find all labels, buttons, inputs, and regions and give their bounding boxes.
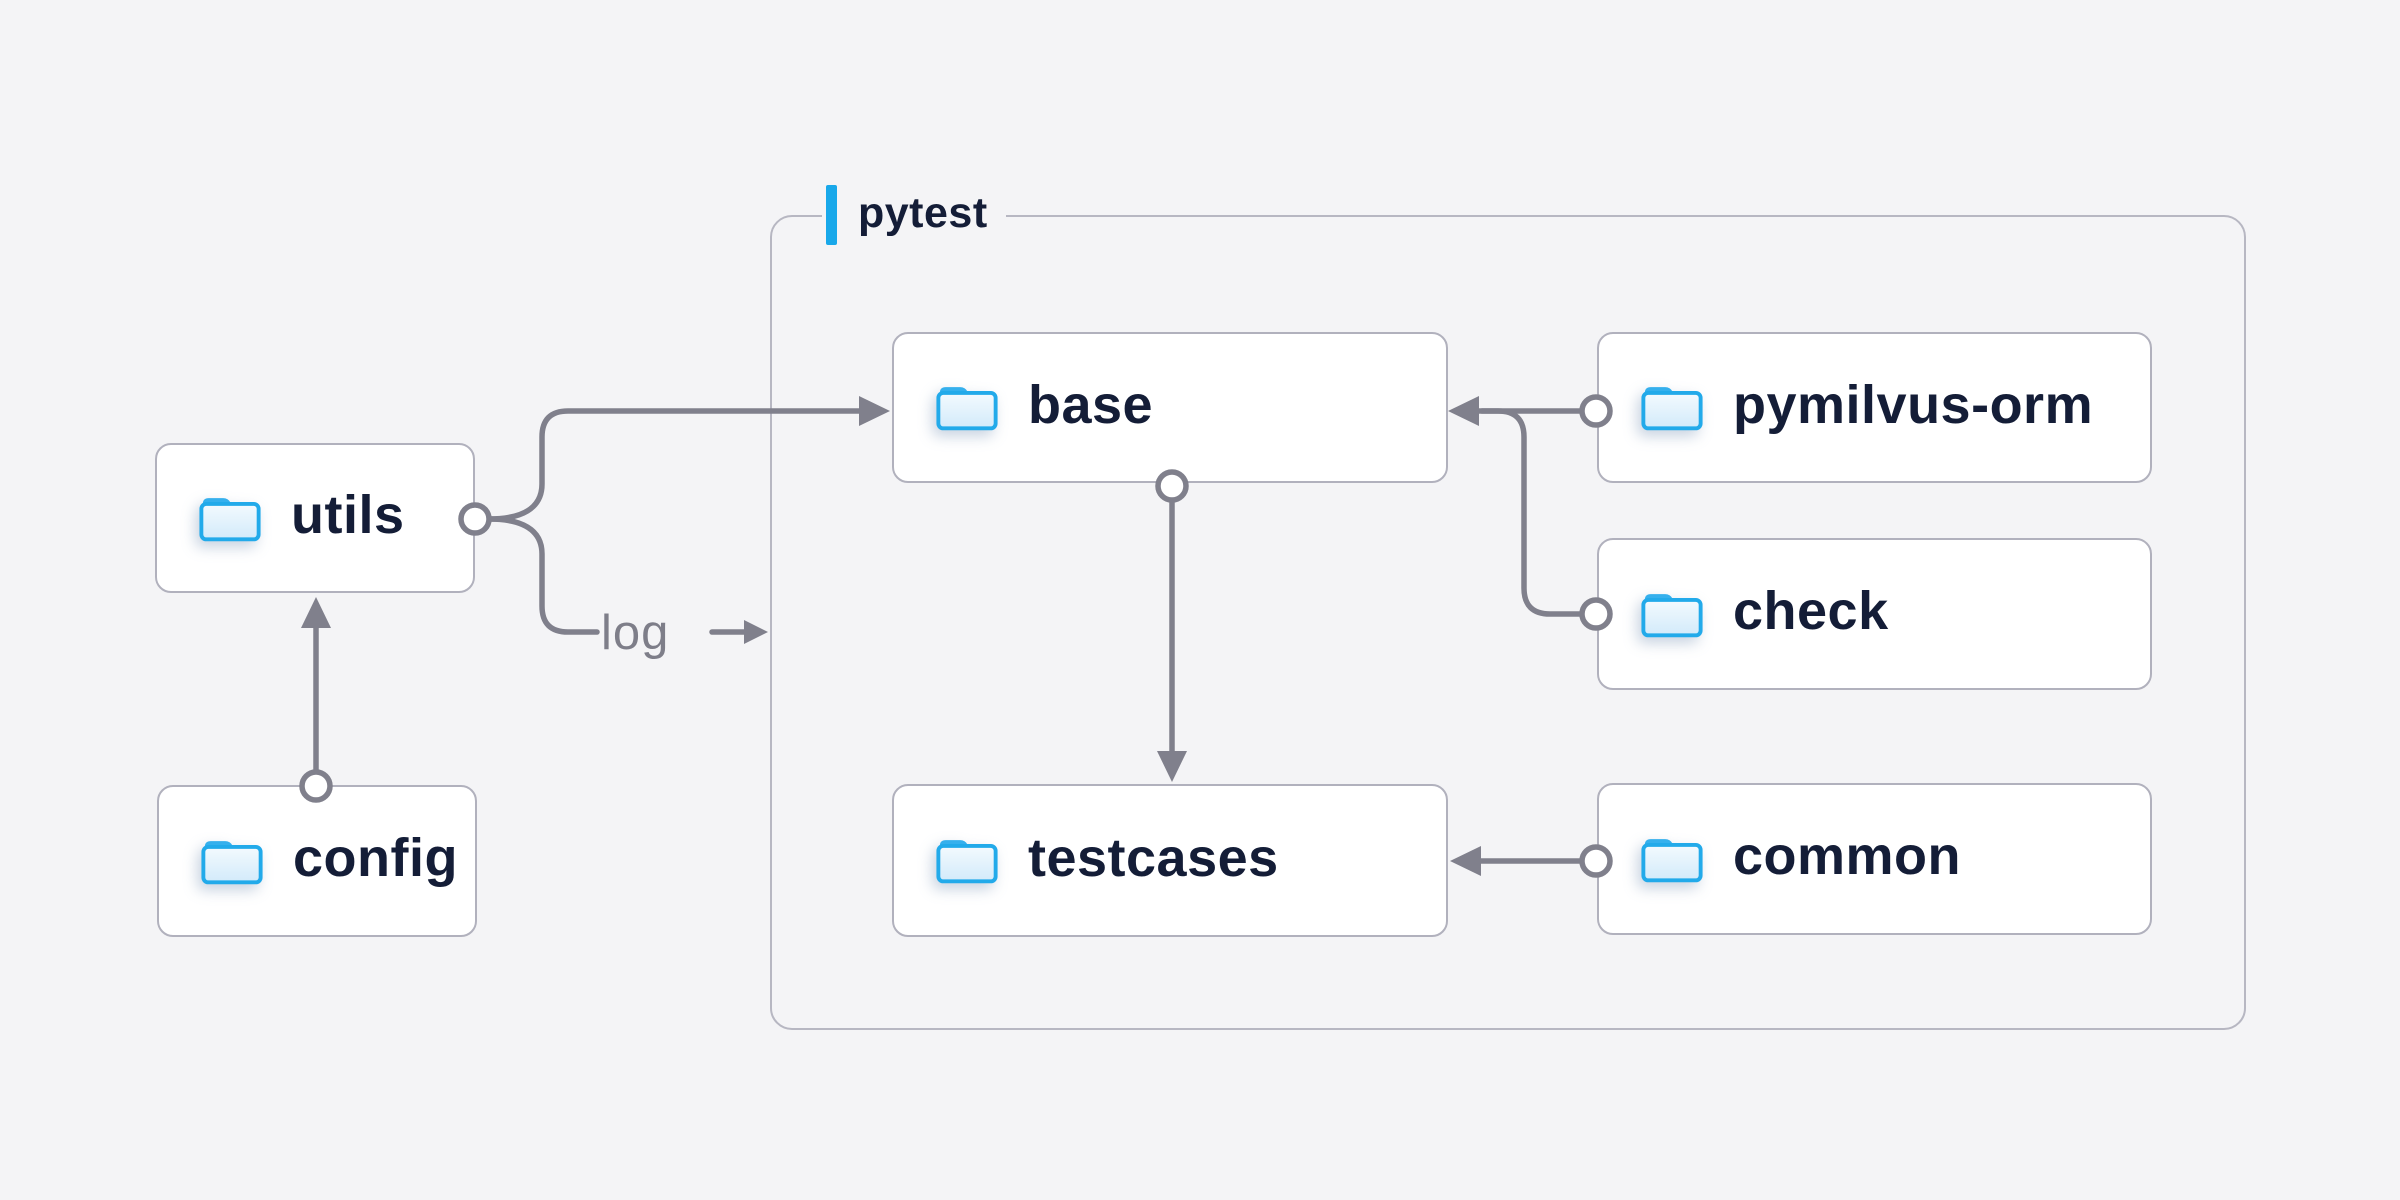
folder-icon: [934, 383, 1000, 432]
node-label: pymilvus-orm: [1733, 374, 2094, 435]
node-label: base: [1028, 374, 1154, 435]
node-label: testcases: [1028, 827, 1279, 888]
node-utils: utils: [155, 443, 475, 593]
node-base: base: [892, 332, 1448, 483]
edge-label-log: log: [601, 606, 670, 660]
folder-icon: [197, 494, 263, 543]
node-pymilvus-orm: pymilvus-orm: [1597, 332, 2152, 483]
folder-icon: [1639, 835, 1705, 884]
arrowhead-up: [301, 597, 331, 628]
pytest-container: [770, 215, 2246, 1030]
node-label: utils: [291, 485, 405, 545]
folder-icon: [1639, 383, 1705, 432]
node-config: config: [157, 785, 477, 937]
node-label: check: [1733, 581, 1889, 641]
folder-icon: [934, 836, 1000, 885]
node-testcases: testcases: [892, 784, 1448, 937]
folder-icon: [1639, 590, 1705, 639]
node-label: config: [293, 828, 458, 888]
node-common: common: [1597, 783, 2152, 935]
folder-icon: [199, 837, 265, 886]
container-title: pytest: [858, 188, 988, 237]
arrowhead-right-small: [744, 620, 768, 644]
node-check: check: [1597, 538, 2152, 690]
pytest-container-label: pytest: [822, 179, 1006, 251]
accent-bar: [826, 185, 837, 245]
edge-config-utils: [299, 597, 333, 803]
node-label: common: [1733, 826, 1962, 886]
